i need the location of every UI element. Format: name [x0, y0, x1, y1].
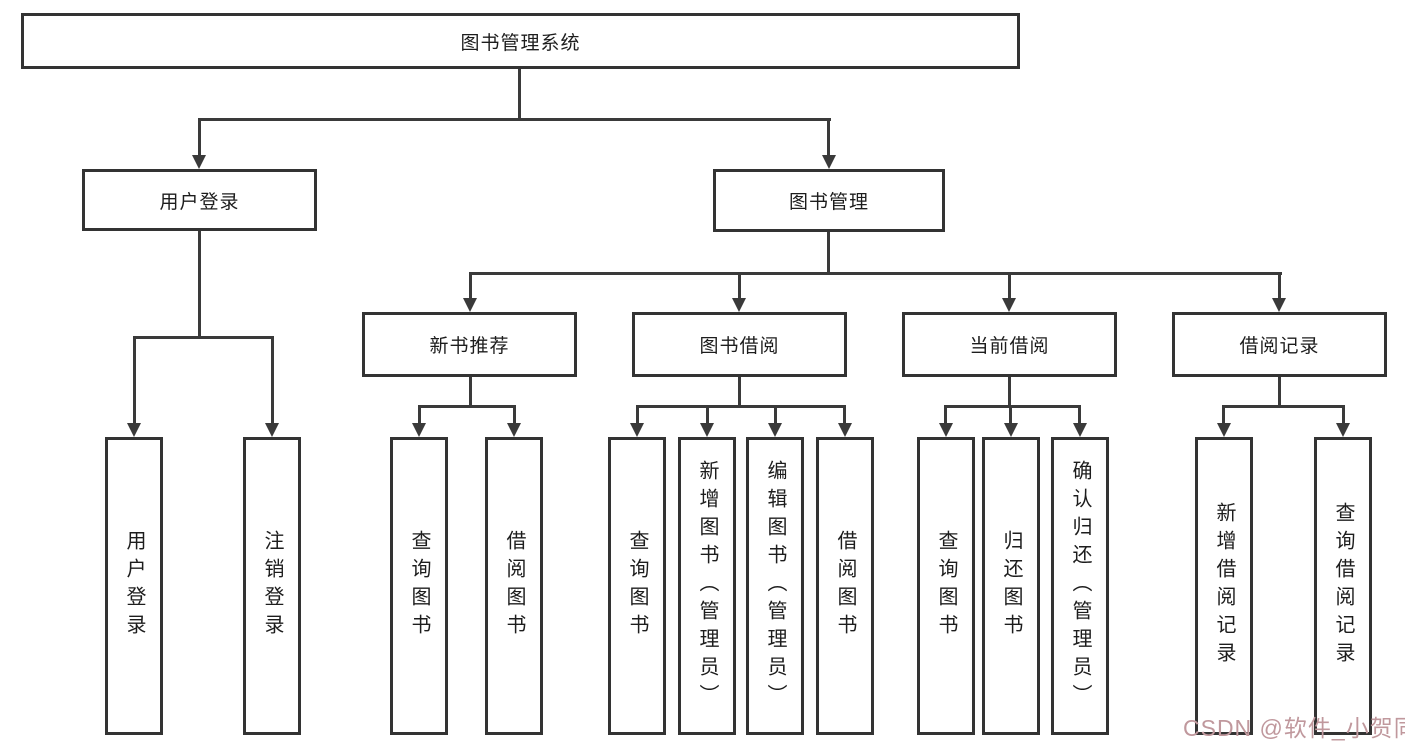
connector-line — [469, 272, 1282, 275]
connector-line — [843, 405, 846, 423]
connector-line — [133, 336, 136, 423]
node-current-borrowing: 当前借阅 — [902, 312, 1117, 377]
leaf-user-login: 用户登录 — [105, 437, 163, 735]
leaf-query-books-recommend: 查询图书 — [390, 437, 448, 735]
connector-line — [1008, 272, 1011, 299]
leaf-edit-book-admin-label: 编辑图书（管理员） — [764, 460, 786, 712]
arrow-down-icon — [1002, 298, 1016, 312]
leaf-add-book-admin-label: 新增图书（管理员） — [696, 460, 718, 712]
connector-line — [636, 405, 639, 423]
leaf-user-login-label: 用户登录 — [123, 530, 145, 642]
leaf-borrow-books-recommend: 借阅图书 — [485, 437, 543, 735]
node-book-management: 图书管理 — [713, 169, 945, 232]
leaf-logout: 注销登录 — [243, 437, 301, 735]
connector-line — [518, 69, 521, 118]
leaf-query-books-borrowing: 查询图书 — [608, 437, 666, 735]
node-library-system: 图书管理系统 — [21, 13, 1020, 69]
connector-line — [706, 405, 709, 423]
connector-line — [1008, 377, 1011, 405]
arrow-down-icon — [1272, 298, 1286, 312]
leaf-query-borrow-record: 查询借阅记录 — [1314, 437, 1372, 735]
connector-line — [133, 336, 274, 339]
arrow-down-icon — [939, 423, 953, 437]
connector-line — [198, 118, 201, 156]
node-new-book-recommend-label: 新书推荐 — [429, 336, 510, 357]
arrow-down-icon — [1073, 423, 1087, 437]
connector-line — [1222, 405, 1225, 423]
node-user-login-label: 用户登录 — [159, 191, 240, 213]
arrow-down-icon — [768, 423, 782, 437]
connector-line — [1342, 405, 1345, 423]
connector-line — [198, 231, 201, 336]
leaf-logout-label: 注销登录 — [261, 530, 283, 642]
node-library-system-label: 图书管理系统 — [460, 32, 581, 54]
arrow-down-icon — [838, 423, 852, 437]
node-book-borrowing-label: 图书借阅 — [699, 336, 780, 357]
connector-line — [513, 405, 516, 423]
leaf-confirm-return-admin: 确认归还（管理员） — [1051, 437, 1109, 735]
arrow-down-icon — [1004, 423, 1018, 437]
node-user-login: 用户登录 — [82, 169, 317, 231]
leaf-query-borrow-record-label: 查询借阅记录 — [1332, 502, 1354, 670]
node-book-borrowing: 图书借阅 — [632, 312, 847, 377]
arrow-down-icon — [1336, 423, 1350, 437]
connector-line — [827, 232, 830, 272]
leaf-add-book-admin: 新增图书（管理员） — [678, 437, 736, 735]
connector-line — [1278, 272, 1281, 299]
arrow-down-icon — [822, 155, 836, 169]
leaf-add-borrow-record-label: 新增借阅记录 — [1213, 502, 1235, 670]
arrow-down-icon — [412, 423, 426, 437]
leaf-query-books-borrowing-label: 查询图书 — [626, 530, 648, 642]
leaf-return-books-label: 归还图书 — [1000, 530, 1022, 642]
leaf-borrow-books-recommend-label: 借阅图书 — [503, 530, 525, 642]
leaf-confirm-return-admin-label: 确认归还（管理员） — [1069, 460, 1091, 712]
connector-line — [827, 118, 830, 156]
leaf-query-books-recommend-label: 查询图书 — [408, 530, 430, 642]
node-book-management-label: 图书管理 — [788, 192, 869, 213]
connector-line — [418, 405, 421, 423]
arrow-down-icon — [507, 423, 521, 437]
leaf-borrow-books-label: 借阅图书 — [834, 530, 856, 642]
leaf-return-books: 归还图书 — [982, 437, 1040, 735]
leaf-add-borrow-record: 新增借阅记录 — [1195, 437, 1253, 735]
node-new-book-recommend: 新书推荐 — [362, 312, 577, 377]
connector-line — [198, 118, 831, 121]
arrow-down-icon — [700, 423, 714, 437]
connector-line — [469, 272, 472, 299]
connector-line — [636, 405, 846, 408]
node-borrowing-records: 借阅记录 — [1172, 312, 1387, 377]
connector-line — [418, 405, 516, 408]
connector-line — [271, 336, 274, 423]
watermark: CSDN @软件_小贺同学 — [1183, 715, 1405, 741]
node-borrowing-records-label: 借阅记录 — [1239, 336, 1320, 357]
connector-line — [738, 377, 741, 405]
arrow-down-icon — [1217, 423, 1231, 437]
connector-line — [1009, 405, 1012, 423]
leaf-query-books-current: 查询图书 — [917, 437, 975, 735]
connector-line — [944, 405, 947, 423]
connector-line — [1222, 405, 1345, 408]
node-current-borrowing-label: 当前借阅 — [969, 336, 1050, 357]
connector-line — [1278, 377, 1281, 405]
arrow-down-icon — [630, 423, 644, 437]
connector-line — [738, 272, 741, 299]
connector-line — [1078, 405, 1081, 423]
connector-line — [469, 377, 472, 405]
leaf-edit-book-admin: 编辑图书（管理员） — [746, 437, 804, 735]
arrow-down-icon — [463, 298, 477, 312]
arrow-down-icon — [192, 155, 206, 169]
connector-line — [944, 405, 1081, 408]
leaf-borrow-books: 借阅图书 — [816, 437, 874, 735]
arrow-down-icon — [732, 298, 746, 312]
leaf-query-books-current-label: 查询图书 — [935, 530, 957, 642]
arrow-down-icon — [265, 423, 279, 437]
connector-line — [774, 405, 777, 423]
arrow-down-icon — [127, 423, 141, 437]
